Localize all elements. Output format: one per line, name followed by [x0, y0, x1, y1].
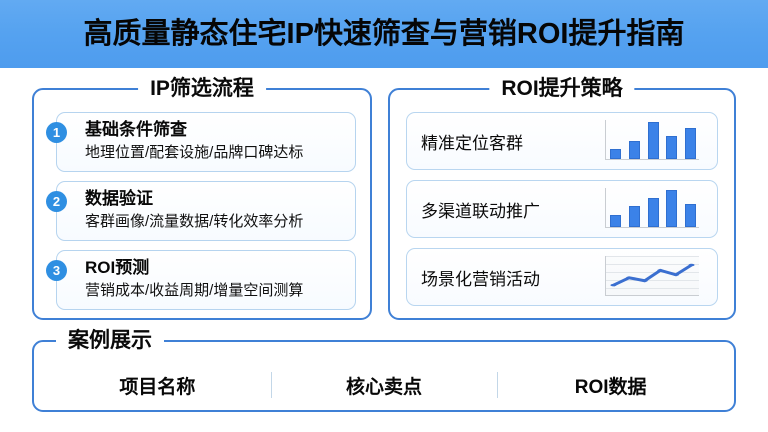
step-title: ROI预测 — [85, 258, 150, 277]
bar — [610, 215, 621, 227]
line-chart-icon — [599, 254, 703, 300]
strategy-label: 场景化营销活动 — [421, 269, 540, 289]
header-banner: 高质量静态住宅IP快速筛查与营销ROI提升指南 — [0, 0, 768, 68]
bar-chart-plot — [605, 120, 699, 160]
step-title: 基础条件筛查 — [85, 120, 187, 139]
bar — [628, 205, 640, 227]
strategy-label: 精准定位客群 — [421, 133, 523, 153]
flow-step-1[interactable]: 1 基础条件筛查 地理位置/配套设施/品牌口碑达标 — [46, 112, 356, 172]
strategy-card-3[interactable]: 场景化营销活动 — [406, 248, 718, 306]
step-number-badge: 2 — [46, 191, 67, 212]
case-column-selling-point: 核心卖点 — [271, 372, 498, 399]
bar — [685, 203, 696, 227]
step-subtitle: 客群画像/流量数据/转化效率分析 — [85, 213, 304, 230]
bar-chart-icon — [599, 118, 703, 164]
page-title: 高质量静态住宅IP快速筛查与营销ROI提升指南 — [83, 17, 685, 50]
bar — [628, 141, 640, 159]
line-chart-plot — [605, 256, 699, 296]
strategy-card-list: 精准定位客群 多渠道联动推广 场景化营销活动 — [406, 112, 718, 306]
bar — [610, 149, 621, 159]
strategy-card-2[interactable]: 多渠道联动推广 — [406, 180, 718, 238]
flow-step-list: 1 基础条件筛查 地理位置/配套设施/品牌口碑达标 2 数据验证 客群画像/流量… — [46, 112, 356, 310]
bar — [666, 136, 678, 159]
step-number-badge: 3 — [46, 260, 67, 281]
bar-chart-icon — [599, 186, 703, 232]
case-display-panel-legend: 案例展示 — [56, 328, 164, 354]
roi-strategy-panel-legend: ROI提升策略 — [489, 76, 635, 102]
step-subtitle: 营销成本/收益周期/增量空间测算 — [85, 282, 304, 299]
ip-screening-panel: IP筛选流程 1 基础条件筛查 地理位置/配套设施/品牌口碑达标 2 数据验证 … — [32, 76, 372, 320]
bar — [685, 127, 696, 159]
bar — [647, 121, 659, 159]
ip-screening-panel-legend: IP筛选流程 — [138, 76, 266, 102]
case-display-panel: 案例展示 项目名称 核心卖点 ROI数据 — [32, 328, 736, 412]
step-number-badge: 1 — [46, 122, 67, 143]
bar — [647, 197, 659, 227]
case-table-header-row: 项目名称 核心卖点 ROI数据 — [44, 366, 724, 404]
roi-strategy-panel: ROI提升策略 精准定位客群 多渠道联动推广 场景化营销活动 — [388, 76, 736, 320]
strategy-label: 多渠道联动推广 — [421, 201, 540, 221]
case-column-roi-data: ROI数据 — [497, 372, 724, 399]
step-title: 数据验证 — [85, 189, 153, 208]
flow-step-3[interactable]: 3 ROI预测 营销成本/收益周期/增量空间测算 — [46, 250, 356, 310]
flow-step-2[interactable]: 2 数据验证 客群画像/流量数据/转化效率分析 — [46, 181, 356, 241]
step-subtitle: 地理位置/配套设施/品牌口碑达标 — [85, 144, 304, 161]
bar-chart-plot — [605, 188, 699, 228]
bar — [666, 189, 678, 227]
strategy-card-1[interactable]: 精准定位客群 — [406, 112, 718, 170]
case-column-project-name: 项目名称 — [119, 376, 196, 398]
